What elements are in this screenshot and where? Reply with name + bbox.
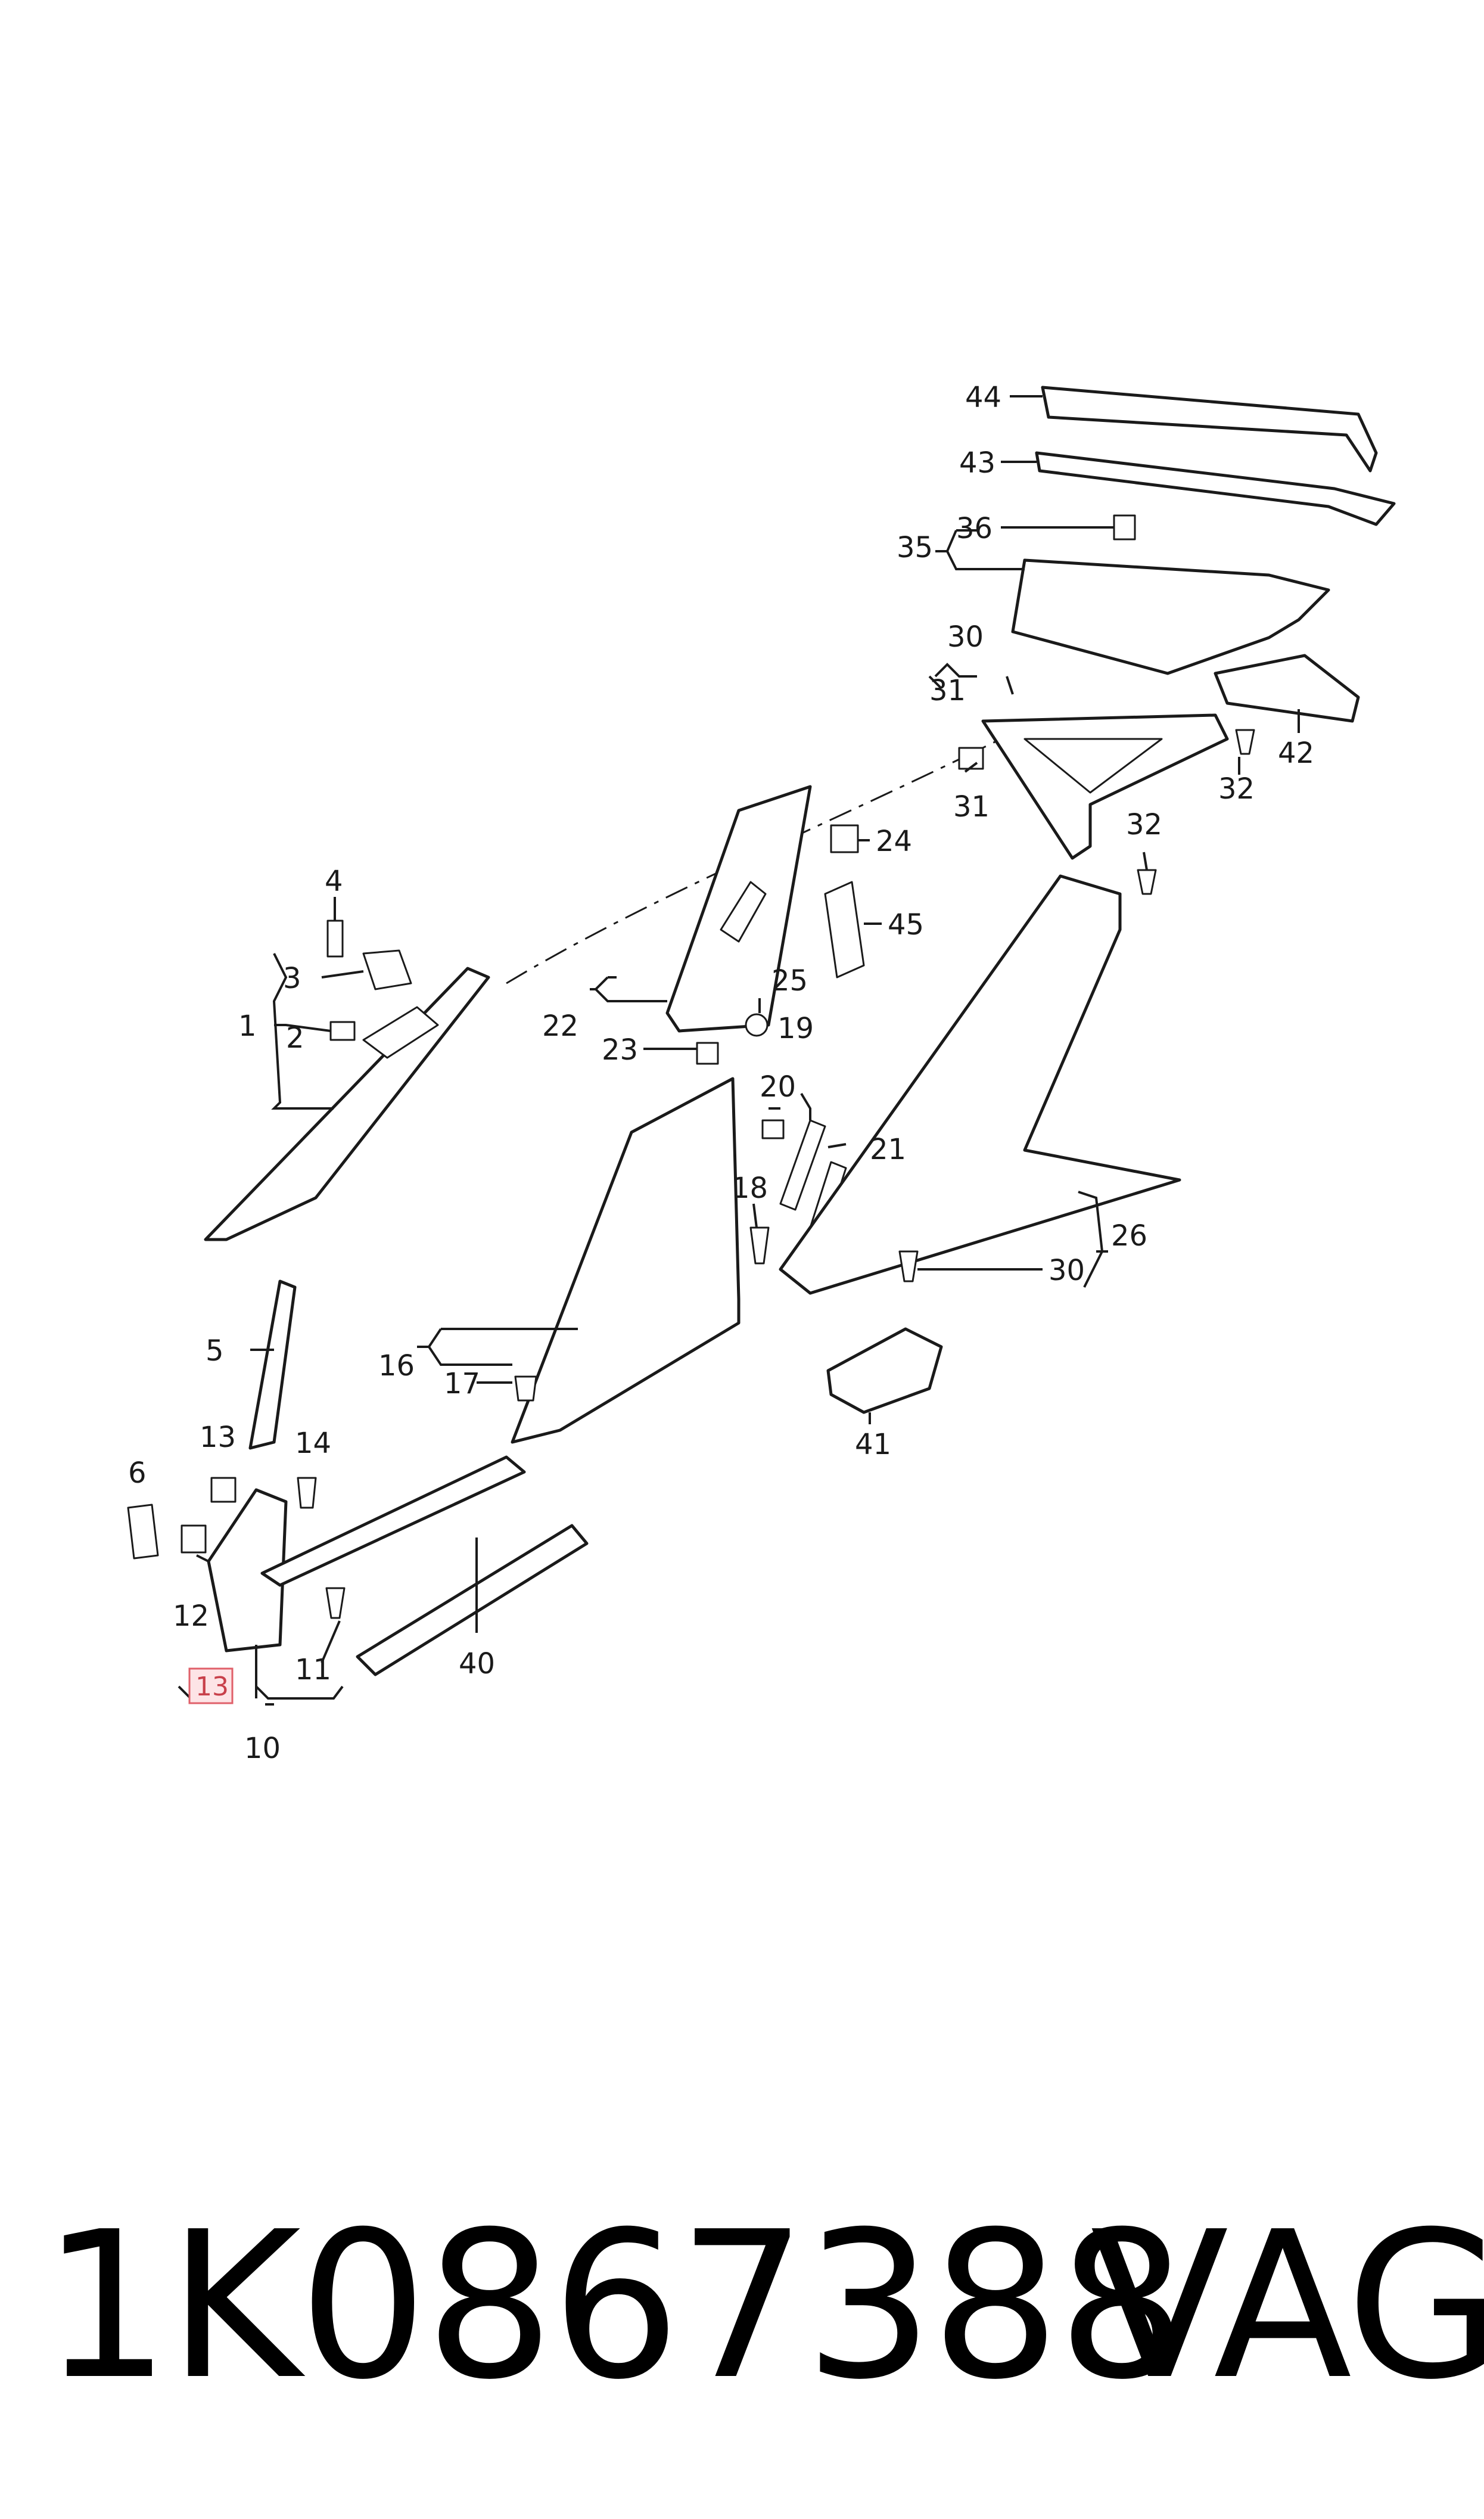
callout-4: 4 xyxy=(325,865,343,898)
callout-32: 32 xyxy=(1126,808,1162,841)
callout-42: 42 xyxy=(1278,737,1314,770)
callout-17: 18 xyxy=(732,1172,768,1205)
callout-6: 6 xyxy=(128,1456,147,1490)
callout-24: 25 xyxy=(771,964,808,998)
rivet-26 xyxy=(898,1250,919,1282)
callout-3: 3 xyxy=(283,962,301,995)
a-pillar-speaker-grille xyxy=(362,1006,439,1059)
callout-14: 14 xyxy=(295,1427,331,1460)
screw-14 xyxy=(297,1477,317,1509)
callout-31: 31 xyxy=(953,790,990,824)
callout-22: 23 xyxy=(602,1033,638,1067)
callout-2: 2 xyxy=(286,1021,304,1055)
brand-name: VAG xyxy=(1090,2188,1484,2424)
callout-32-right: 32 xyxy=(1218,772,1255,806)
clip-6 xyxy=(127,1504,159,1560)
bracket-3 xyxy=(362,949,412,990)
callout-1: 1 xyxy=(238,1010,257,1043)
callout-13-highlighted: 13 xyxy=(195,1672,229,1702)
roof-strip-43 xyxy=(1035,451,1396,526)
clip-19 xyxy=(761,1119,785,1139)
bolt-4 xyxy=(326,920,344,958)
highlight-box xyxy=(188,1667,234,1704)
clip-13 xyxy=(210,1477,237,1503)
callout-30: 30 xyxy=(947,620,984,654)
callout-20: 21 xyxy=(870,1133,906,1166)
clip-23 xyxy=(830,824,859,853)
b-pillar-opening xyxy=(720,881,767,943)
sill-trim-front xyxy=(260,1455,526,1587)
nut-24 xyxy=(745,1013,769,1037)
callout-12: 12 xyxy=(173,1599,209,1633)
rear-sill-trim-25 xyxy=(779,874,1181,1295)
rivet-17 xyxy=(749,1226,770,1265)
callout-21: 22 xyxy=(542,1010,578,1043)
callout-31-top: 31 xyxy=(929,674,966,707)
clip-36 xyxy=(1113,514,1136,541)
callout-45: 45 xyxy=(888,908,924,942)
callout-5: 5 xyxy=(206,1334,224,1368)
rivet-11 xyxy=(325,1587,346,1619)
bracket-41 xyxy=(826,1327,943,1414)
callout-10: 10 xyxy=(244,1732,281,1765)
trim-5 xyxy=(248,1279,297,1450)
callout-23: 24 xyxy=(876,825,912,858)
b-pillar-lower-trim-15 xyxy=(511,1077,741,1444)
seat-belt-guide-45 xyxy=(824,881,865,979)
callout-18: 19 xyxy=(777,1012,814,1045)
c-pillar-trim-30 xyxy=(981,713,1229,860)
trim-strip-19 xyxy=(779,1119,826,1211)
clip-22 xyxy=(696,1042,719,1065)
c-pillar-window xyxy=(1023,738,1163,794)
callout-43: 43 xyxy=(959,446,995,480)
leader-lines xyxy=(178,395,1300,1706)
rivet-32a xyxy=(1137,869,1157,895)
callout-36: 36 xyxy=(956,512,993,545)
clip-31 xyxy=(958,747,984,770)
callout-13-top: 13 xyxy=(200,1421,236,1454)
callout-15: 16 xyxy=(378,1349,415,1383)
bracket-42 xyxy=(1214,654,1360,723)
callout-41: 41 xyxy=(855,1428,891,1461)
clip-16 xyxy=(514,1375,537,1402)
rear-side-trim-35 xyxy=(1011,558,1330,675)
callout-11: 11 xyxy=(295,1653,331,1686)
callout-25: 26 xyxy=(1111,1219,1147,1253)
rivet-32b xyxy=(1235,729,1255,755)
callout-40: 40 xyxy=(459,1647,495,1681)
part-number: 1K0867388 xyxy=(42,2188,1187,2424)
callout-26: 30 xyxy=(1049,1254,1085,1287)
callout-44: 44 xyxy=(965,381,1001,414)
roof-rail-44 xyxy=(1041,386,1378,473)
callout-35: 35 xyxy=(897,531,933,564)
clip-12 xyxy=(181,1524,207,1554)
callout-16: 17 xyxy=(444,1367,480,1400)
clip-2 xyxy=(329,1021,356,1041)
callout-19: 20 xyxy=(760,1070,796,1104)
sill-panel-40 xyxy=(356,1524,589,1676)
